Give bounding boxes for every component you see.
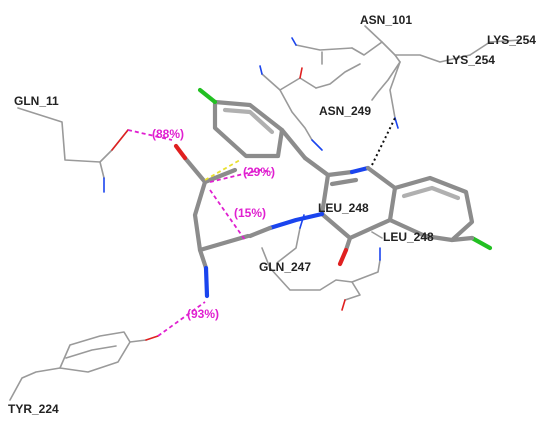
label-lys254-a: LYS_254	[487, 33, 536, 47]
hbond-label-88: (88%)	[152, 127, 184, 141]
residue-leu248-gln247-sticks	[261, 214, 383, 311]
residue-asn249-sticks	[259, 63, 361, 151]
hbond-lines	[127, 117, 396, 337]
label-tyr224: TYR_224	[8, 402, 59, 416]
label-lys254-b: LYS_254	[446, 53, 495, 67]
hbond-label-93: (93%)	[187, 307, 219, 321]
label-leu248-b: LEU_248	[383, 230, 434, 244]
label-gln247: GLN_247	[259, 260, 311, 274]
hbond-label-15: (15%)	[234, 206, 266, 220]
residue-gln11-sticks	[17, 107, 129, 193]
label-asn249: ASN_249	[319, 104, 371, 118]
label-gln11: GLN_11	[14, 94, 59, 108]
label-leu248-a: LEU_248	[318, 201, 369, 215]
ligand-molecule	[173, 87, 493, 299]
hbond-label-29: (29%)	[243, 165, 275, 179]
residue-tyr224-sticks	[9, 331, 159, 401]
label-asn101: ASN_101	[360, 13, 412, 27]
residue-asn101-lys254-sticks	[291, 25, 521, 129]
